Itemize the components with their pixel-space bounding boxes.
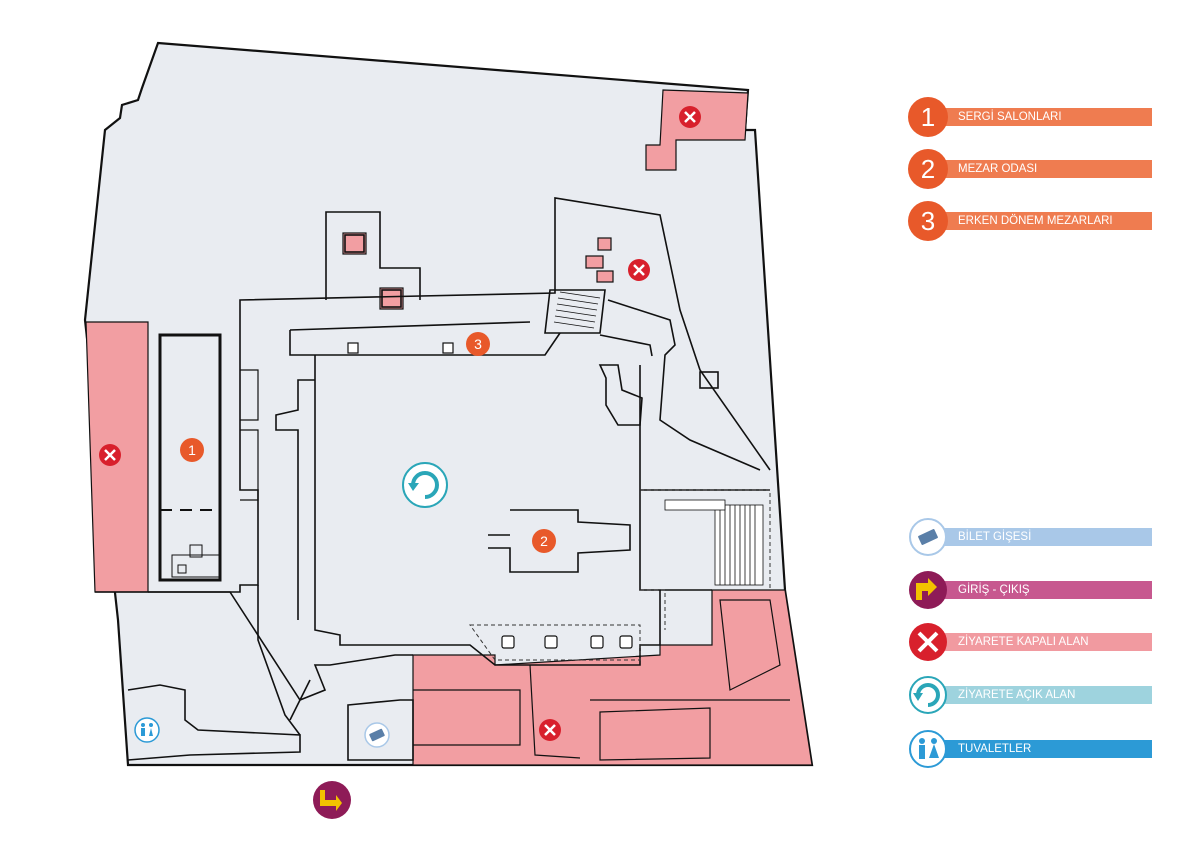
closed-area-markers bbox=[99, 106, 701, 741]
ticket-icon bbox=[908, 517, 948, 557]
entrance-exit-icon[interactable] bbox=[313, 781, 351, 819]
marker-2-label: 2 bbox=[540, 533, 548, 549]
stairs-east bbox=[664, 499, 764, 586]
closed-area-icon bbox=[679, 106, 701, 128]
open-area-icon bbox=[402, 462, 448, 508]
open-area-icon bbox=[908, 675, 948, 715]
legend-item-entrance: GİRİŞ - ÇIKIŞ bbox=[908, 570, 1152, 610]
legend-number-2: 2 bbox=[908, 149, 948, 189]
closed-tomb-4 bbox=[585, 255, 604, 269]
legend-label-toilets: TUVALETLER bbox=[940, 740, 1152, 758]
toilet-icon bbox=[908, 729, 948, 769]
exhibition-hall bbox=[158, 333, 222, 582]
closed-area-icon bbox=[908, 622, 948, 662]
legend-item-exhibition: 1 SERGİ SALONLARI bbox=[908, 97, 1152, 137]
closed-area-icon bbox=[628, 259, 650, 281]
legend-label-ticket: BİLET GİŞESİ bbox=[940, 528, 1152, 546]
legend-label-closed: ZİYARETE KAPALI ALAN bbox=[940, 633, 1152, 651]
legend-item-ticket: BİLET GİŞESİ bbox=[908, 517, 1152, 557]
marker-1-label: 1 bbox=[188, 442, 196, 458]
legend-label-open: ZİYARETE AÇIK ALAN bbox=[940, 686, 1152, 704]
closed-tomb-1 bbox=[342, 232, 367, 255]
closed-tomb-3 bbox=[597, 237, 612, 251]
legend-label-tomb-chamber: MEZAR ODASI bbox=[940, 160, 1152, 178]
marker-2: 2 bbox=[532, 529, 556, 553]
legend-item-early-tombs: 3 ERKEN DÖNEM MEZARLARI bbox=[908, 201, 1152, 241]
marker-3: 3 bbox=[466, 332, 490, 356]
legend-label-early-tombs: ERKEN DÖNEM MEZARLARI bbox=[940, 212, 1152, 230]
legend-number-3: 3 bbox=[908, 201, 948, 241]
entrance-exit-icon bbox=[908, 570, 948, 610]
closed-area-icon bbox=[99, 444, 121, 466]
closed-area-north-east bbox=[645, 89, 749, 171]
closed-tomb-5 bbox=[596, 270, 614, 283]
site-ground bbox=[83, 41, 814, 767]
closed-tomb-2 bbox=[379, 287, 404, 310]
legend-label-entrance: GİRİŞ - ÇIKIŞ bbox=[940, 581, 1152, 599]
legend-item-toilets: TUVALETLER bbox=[908, 729, 1152, 769]
early-tombs bbox=[347, 342, 633, 649]
closed-area-icon bbox=[539, 719, 561, 741]
legend-number-1: 1 bbox=[908, 97, 948, 137]
legend-item-open: ZİYARETE AÇIK ALAN bbox=[908, 675, 1152, 715]
building-outlines bbox=[95, 197, 771, 761]
closed-interior bbox=[413, 599, 790, 761]
east-strip bbox=[240, 369, 259, 501]
legend-label-exhibition: SERGİ SALONLARI bbox=[940, 108, 1152, 126]
marker-3-label: 3 bbox=[474, 336, 482, 352]
dashed-outlines bbox=[469, 489, 771, 661]
toilet-icon bbox=[134, 717, 160, 743]
marker-1: 1 bbox=[180, 438, 204, 462]
closed-area-south bbox=[412, 589, 813, 766]
legend-item-closed: ZİYARETE KAPALI ALAN bbox=[908, 622, 1152, 662]
ticket-icon bbox=[364, 722, 390, 748]
legend-item-tomb-chamber: 2 MEZAR ODASI bbox=[908, 149, 1152, 189]
